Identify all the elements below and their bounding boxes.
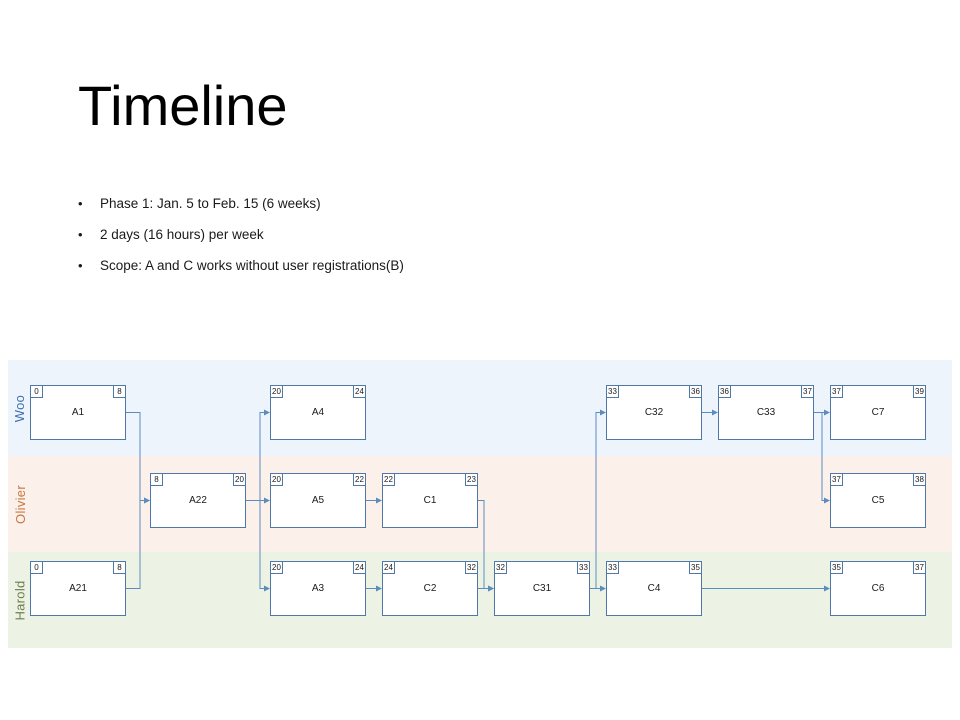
task-end-value: 23 bbox=[465, 473, 478, 486]
connector-a1-to-a22 bbox=[126, 412, 150, 504]
task-end-value: 20 bbox=[233, 473, 246, 486]
bullet-icon: • bbox=[78, 196, 83, 211]
bullet-text: Phase 1: Jan. 5 to Feb. 15 (6 weeks) bbox=[100, 196, 321, 211]
task-end-value: 39 bbox=[913, 385, 926, 398]
task-start-value: 32 bbox=[494, 561, 507, 574]
task-start-value: 20 bbox=[270, 385, 283, 398]
task-start-value: 0 bbox=[30, 385, 43, 398]
task-name: C5 bbox=[871, 495, 885, 506]
task-start-value: 20 bbox=[270, 473, 283, 486]
task-start-value: 36 bbox=[718, 385, 731, 398]
task-name: C1 bbox=[423, 495, 437, 506]
task-name: C33 bbox=[756, 407, 776, 418]
task-start-value: 22 bbox=[382, 473, 395, 486]
task-end-value: 8 bbox=[113, 385, 126, 398]
task-name: C7 bbox=[871, 407, 885, 418]
task-start-value: 37 bbox=[830, 473, 843, 486]
task-name: C4 bbox=[647, 583, 661, 594]
task-name: A21 bbox=[69, 583, 87, 594]
task-name: C32 bbox=[644, 407, 664, 418]
swimlane-harold: Harold bbox=[8, 552, 952, 648]
task-start-value: 33 bbox=[606, 561, 619, 574]
task-name: C6 bbox=[871, 583, 885, 594]
bullet-icon: • bbox=[78, 258, 83, 273]
task-end-value: 37 bbox=[913, 561, 926, 574]
task-end-value: 24 bbox=[353, 561, 366, 574]
task-end-value: 24 bbox=[353, 385, 366, 398]
task-name: C31 bbox=[532, 583, 552, 594]
task-end-value: 32 bbox=[465, 561, 478, 574]
task-end-value: 38 bbox=[913, 473, 926, 486]
connector-a21-to-a22 bbox=[126, 497, 150, 589]
task-end-value: 36 bbox=[689, 385, 702, 398]
task-start-value: 24 bbox=[382, 561, 395, 574]
task-end-value: 8 bbox=[113, 561, 126, 574]
connector-c31-to-c32 bbox=[590, 409, 606, 589]
task-start-value: 35 bbox=[830, 561, 843, 574]
bullet-text: Scope: A and C works without user regist… bbox=[100, 258, 404, 273]
task-end-value: 35 bbox=[689, 561, 702, 574]
slide-title: Timeline bbox=[78, 74, 288, 137]
task-end-value: 22 bbox=[353, 473, 366, 486]
task-name: A1 bbox=[71, 407, 85, 418]
task-name: C2 bbox=[423, 583, 437, 594]
bullet-icon: • bbox=[78, 227, 83, 242]
task-start-value: 37 bbox=[830, 385, 843, 398]
task-end-value: 37 bbox=[801, 385, 814, 398]
task-name: A4 bbox=[311, 407, 325, 418]
task-start-value: 33 bbox=[606, 385, 619, 398]
task-name: A5 bbox=[311, 495, 325, 506]
task-start-value: 0 bbox=[30, 561, 43, 574]
connector-c7-to-c5 bbox=[821, 412, 830, 504]
connector-c1-to-c31 bbox=[478, 500, 494, 592]
task-name: A22 bbox=[189, 495, 207, 506]
task-start-value: 20 bbox=[270, 561, 283, 574]
task-end-value: 33 bbox=[577, 561, 590, 574]
task-start-value: 8 bbox=[150, 473, 163, 486]
connector-a22-to-a3 bbox=[246, 500, 270, 592]
bullet-item: • 2 days (16 hours) per week bbox=[78, 225, 404, 256]
connector-a22-to-a4 bbox=[246, 409, 270, 501]
bullet-text: 2 days (16 hours) per week bbox=[100, 227, 264, 242]
bullet-item: • Scope: A and C works without user regis… bbox=[78, 256, 404, 287]
bullet-list: • Phase 1: Jan. 5 to Feb. 15 (6 weeks) • 2… bbox=[78, 194, 404, 287]
task-name: A3 bbox=[311, 583, 325, 594]
bullet-item: • Phase 1: Jan. 5 to Feb. 15 (6 weeks) bbox=[78, 194, 404, 225]
